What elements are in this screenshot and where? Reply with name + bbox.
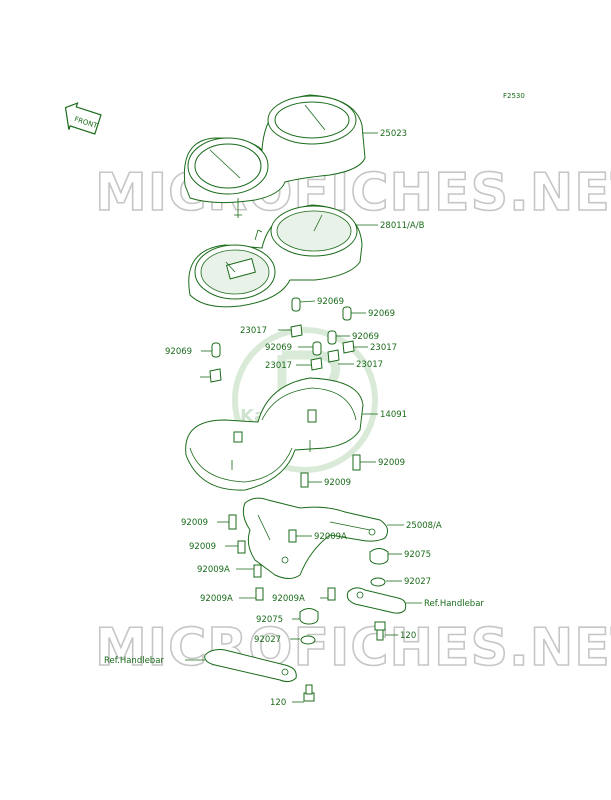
callout-23017-3: 23017 (265, 361, 292, 371)
callout-labels: 25023 28011/A/B 92069 92069 23017 92069 … (104, 129, 484, 708)
callout-120-2: 120 (270, 698, 286, 708)
callout-28011: 28011/A/B (380, 221, 425, 231)
figure-code: F2530 (503, 92, 525, 100)
callout-23017-1: 23017 (240, 326, 267, 336)
screws (228, 454, 361, 601)
bulb-sockets (209, 297, 355, 383)
bolts (303, 621, 386, 702)
callout-25008: 25008/A (406, 521, 442, 531)
callout-92009A-1: 92009A (314, 532, 347, 542)
callout-92009-2: 92009 (324, 478, 351, 488)
meter-lower-case (185, 377, 364, 491)
callout-92069-2: 92069 (368, 309, 395, 319)
callout-23017-4: 23017 (356, 360, 383, 370)
callout-23017-2: 23017 (370, 343, 397, 353)
callout-92027-2: 92027 (254, 635, 281, 645)
callout-92069-5: 92069 (165, 347, 192, 357)
callout-92069-4: 92069 (265, 343, 292, 353)
callout-92009-1: 92009 (378, 458, 405, 468)
callout-92009A-4: 92009A (272, 594, 305, 604)
callout-92009A-3: 92009A (200, 594, 233, 604)
meter-upper-cover (183, 94, 366, 218)
callout-92075-1: 92075 (404, 550, 431, 560)
meter-assembly (188, 204, 363, 308)
callout-92069-1: 92069 (317, 297, 344, 307)
callout-92009-3: 92009 (181, 518, 208, 528)
callout-14091: 14091 (380, 410, 407, 420)
callout-120-1: 120 (400, 631, 416, 641)
leader-lines (185, 132, 422, 703)
meter-bracket (242, 497, 389, 579)
handlebar-bracket-left (204, 649, 297, 683)
watermark-bottom: MICROFICHES.NET (95, 618, 611, 678)
watermark-top: MICROFICHES.NET (95, 163, 611, 223)
callout-ref-handlebar-2: Ref.Handlebar (104, 656, 164, 666)
front-arrow-icon: FRONT (64, 102, 102, 135)
callout-92009-4: 92009 (189, 542, 216, 552)
callout-92075-2: 92075 (256, 615, 283, 625)
callout-25023: 25023 (380, 129, 407, 139)
callout-92069-3: 92069 (352, 332, 379, 342)
callout-92027-1: 92027 (404, 577, 431, 587)
callout-92009A-2: 92009A (197, 565, 230, 575)
grommets (299, 548, 389, 645)
callout-ref-handlebar-1: Ref.Handlebar (424, 599, 484, 609)
handlebar-bracket-right (346, 587, 407, 614)
